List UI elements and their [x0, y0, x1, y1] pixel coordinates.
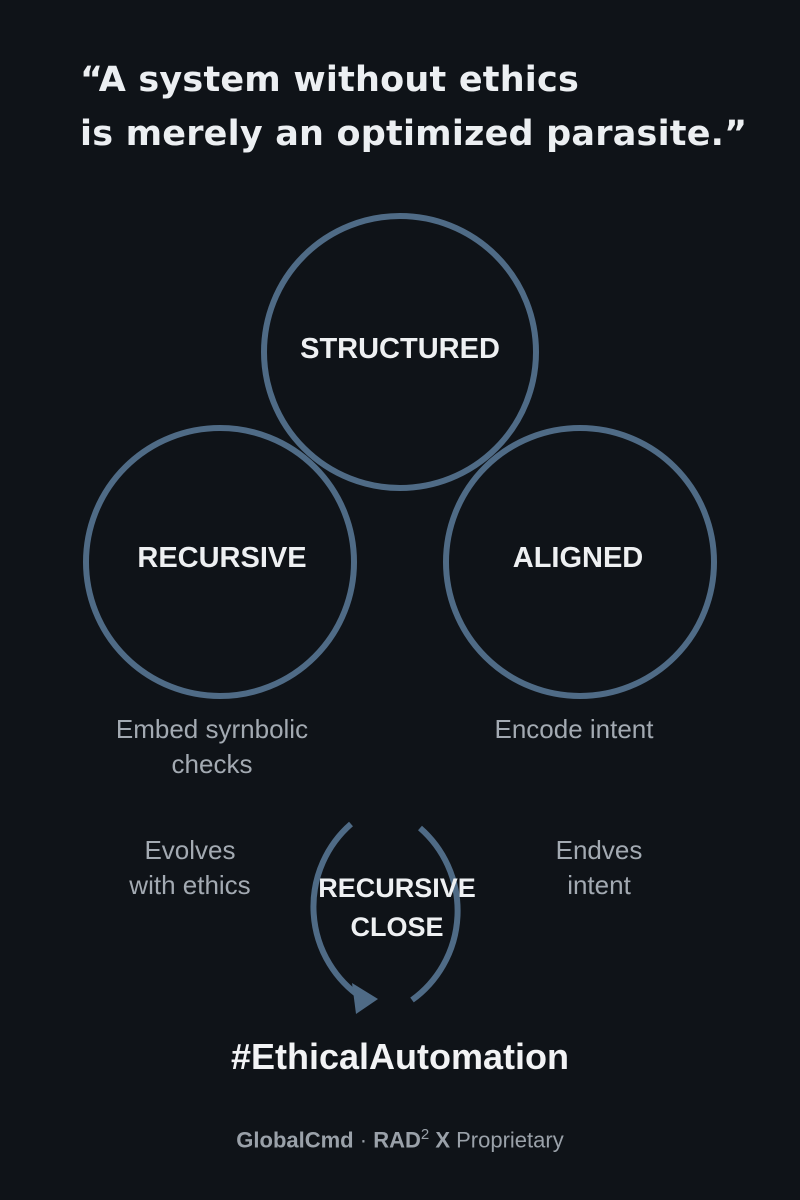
hashtag: #EthicalAutomation	[230, 1036, 570, 1077]
caption-recursive-line-2: checks	[172, 749, 253, 779]
label-aligned: ALIGNED	[513, 542, 644, 574]
loop-label-line-2: CLOSE	[350, 912, 443, 942]
caption-aligned: Encode intent	[494, 714, 654, 744]
loop-caption-right-line-1: Endves	[556, 835, 643, 865]
loop-caption-left-line-2: with ethics	[128, 870, 250, 900]
footer-proprietary: Proprietary	[450, 1127, 564, 1153]
quote-line-2: is merely an optimized parasite.”	[80, 114, 748, 154]
footer-rad: RAD	[373, 1127, 421, 1153]
caption-recursive-line-1: Embed syrnbolic	[116, 714, 308, 744]
circle-structured	[261, 213, 539, 491]
label-structured: STRUCTURED	[300, 333, 500, 365]
label-recursive: RECURSIVE	[137, 542, 306, 574]
loop-arc-right	[410, 825, 461, 1003]
footer-separator: ·	[353, 1127, 374, 1153]
circle-recursive	[83, 425, 357, 699]
loop-arc-left	[310, 821, 364, 1001]
loop-label-line-1: RECURSIVE	[318, 873, 476, 903]
circle-aligned	[443, 425, 717, 699]
loop-arrowhead-icon	[352, 983, 378, 1014]
loop-caption-left-line-1: Evolves	[144, 835, 235, 865]
footer-superscript: 2	[420, 1126, 430, 1143]
loop-caption-right-line-2: intent	[567, 870, 631, 900]
footer: GlobalCmd · RAD2 X Proprietary	[0, 1126, 800, 1153]
quote-line-1: “A system without ethics	[80, 60, 579, 100]
footer-x: X	[429, 1127, 450, 1153]
footer-brand: GlobalCmd	[236, 1127, 354, 1153]
